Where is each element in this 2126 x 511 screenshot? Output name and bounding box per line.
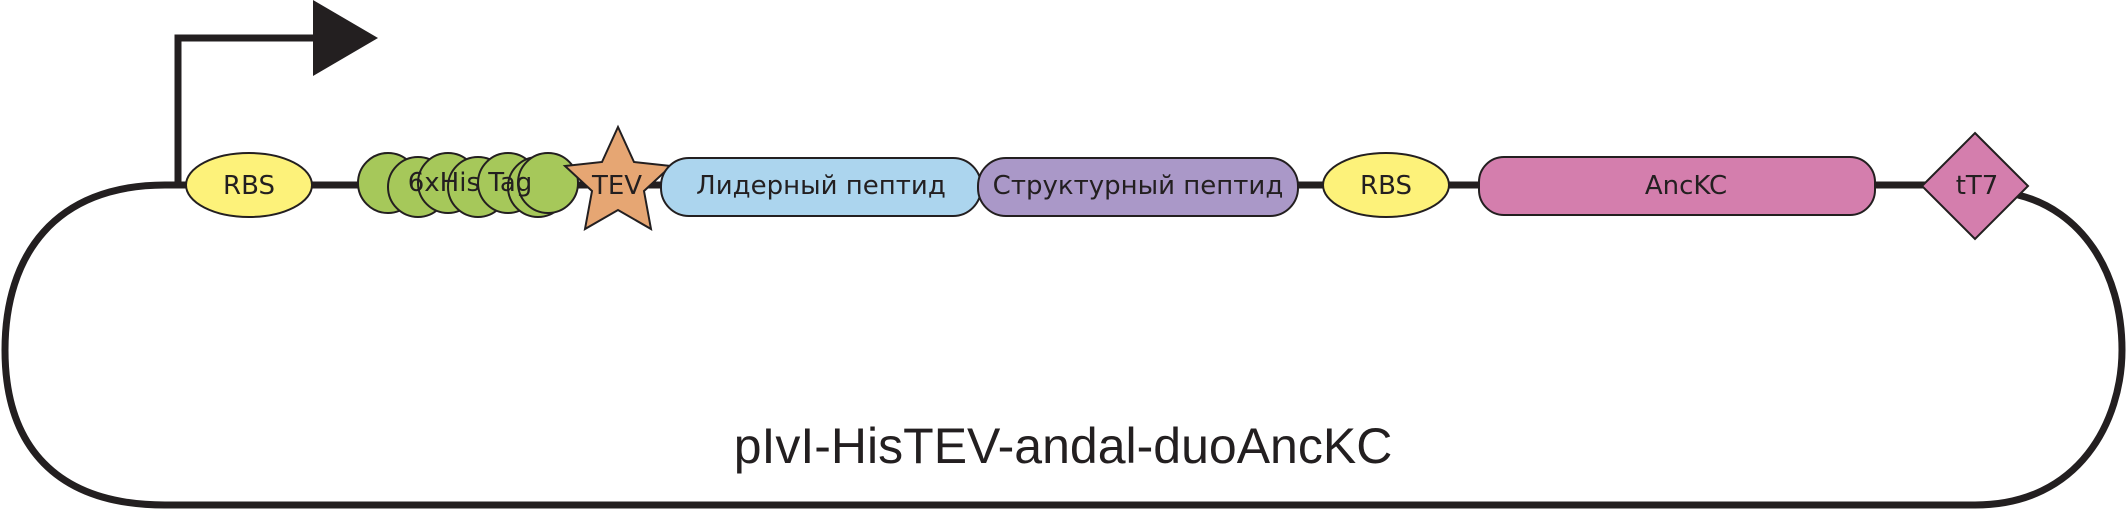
structural-peptide-label: Структурный пептид <box>993 171 1284 201</box>
anckc-gene: AncKC <box>1478 156 1876 216</box>
anckc-label: AncKC <box>1645 171 1727 201</box>
rbs-2-label: RBS <box>1360 171 1412 201</box>
tev-site: TEV <box>562 124 674 231</box>
terminator-tt7: tT7 <box>1920 131 2030 241</box>
plasmid-title: pIvI-HisTEV-andal-duoAncKC <box>734 418 1393 474</box>
rbs-2: RBS <box>1322 152 1450 218</box>
leader-peptide: Лидерный пептид <box>660 157 982 217</box>
terminator-label: tT7 <box>1956 171 1999 201</box>
rbs-1: RBS <box>185 152 313 218</box>
plasmid-backbone <box>1 181 2126 509</box>
his-tag-label: 6xHis Tag <box>408 168 533 198</box>
promoter-arrow-icon <box>174 0 378 185</box>
structural-peptide: Структурный пептид <box>977 157 1299 217</box>
leader-peptide-label: Лидерный пептид <box>696 171 946 201</box>
his-tag: 6xHis Tag <box>357 152 579 218</box>
tev-label: TEV <box>591 171 642 201</box>
rbs-1-label: RBS <box>223 171 275 201</box>
